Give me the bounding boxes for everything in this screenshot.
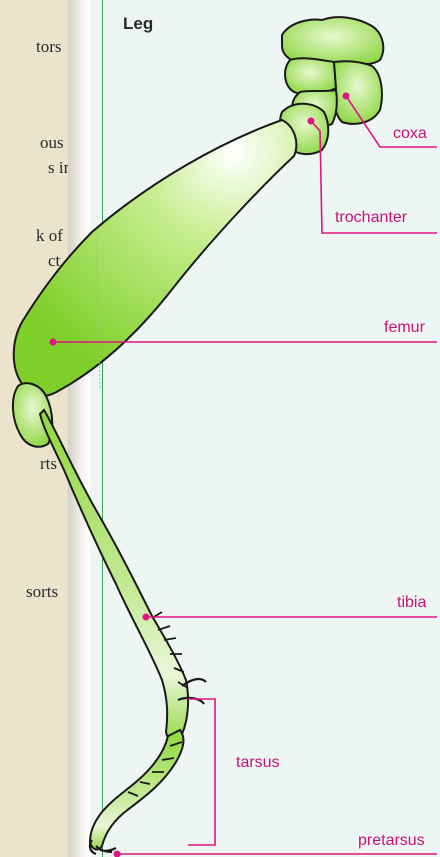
label-trochanter: trochanter — [335, 209, 407, 227]
label-femur: femur — [384, 319, 425, 337]
label-coxa: coxa — [393, 125, 427, 143]
label-tibia: tibia — [397, 594, 426, 612]
label-tarsus: tarsus — [236, 754, 280, 772]
femur-segment — [14, 120, 297, 396]
tibia-segment — [40, 410, 188, 741]
label-pretarsus: pretarsus — [358, 832, 425, 850]
